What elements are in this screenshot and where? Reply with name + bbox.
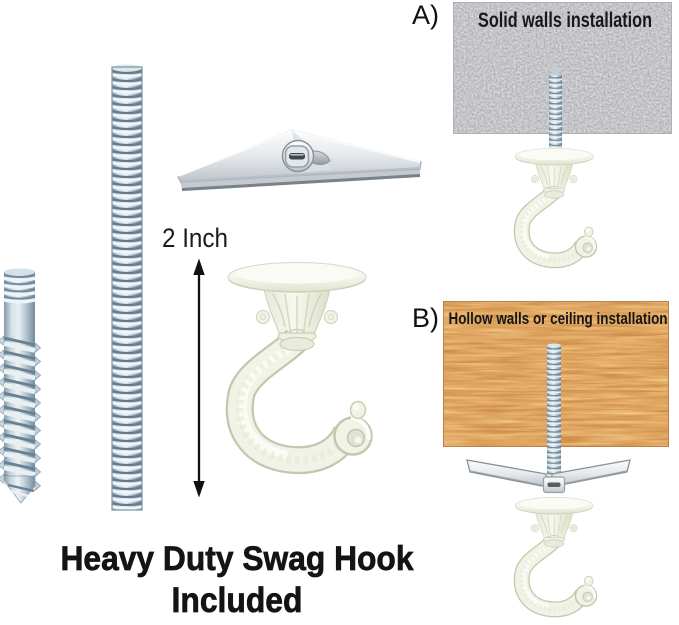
svg-text:A): A) bbox=[412, 0, 439, 30]
svg-text:Hollow walls or ceiling instal: Hollow walls or ceiling installation bbox=[449, 310, 668, 328]
svg-text:Heavy Duty Swag Hook: Heavy Duty Swag Hook bbox=[61, 540, 414, 578]
svg-text:Included: Included bbox=[172, 581, 303, 620]
svg-text:Solid walls installation: Solid walls installation bbox=[478, 9, 652, 32]
svg-text:B): B) bbox=[412, 303, 439, 333]
svg-text:2 Inch: 2 Inch bbox=[162, 223, 228, 253]
